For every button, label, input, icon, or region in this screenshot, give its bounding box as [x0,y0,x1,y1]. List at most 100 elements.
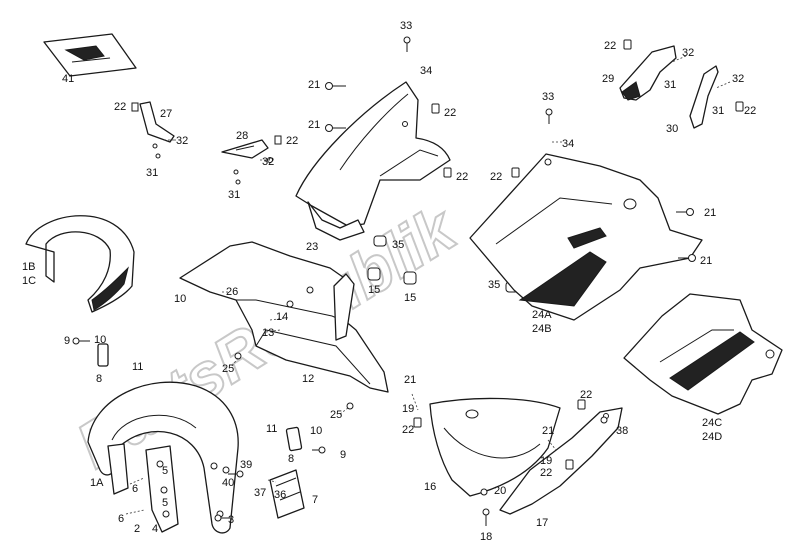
label-34: 34 [420,65,432,77]
label-21: 21 [542,425,554,437]
label-31: 31 [146,167,158,179]
label-1B: 1B [22,261,35,273]
label-9: 9 [340,449,346,461]
label-32: 32 [682,47,694,59]
label-25: 25 [330,409,342,421]
label-11: 11 [132,361,143,373]
label-24B: 24B [532,323,552,335]
label-8: 8 [96,373,102,385]
label-21: 21 [700,255,712,267]
label-31: 31 [228,189,240,201]
label-4: 4 [152,523,158,535]
label-31: 31 [664,79,676,91]
label-12: 12 [302,373,314,385]
label-30: 30 [666,123,678,135]
label-40: 40 [222,477,234,489]
label-23: 23 [306,241,318,253]
label-21: 21 [308,119,320,131]
label-13: 13 [262,327,274,339]
label-5: 5 [162,465,168,477]
upper-cowl-23 [295,81,451,241]
front-fender-1A [87,381,239,534]
rear-hugger-1B [25,215,135,313]
label-2: 2 [134,523,140,535]
label-32: 32 [176,135,188,147]
label-21: 21 [308,79,320,91]
label-19: 19 [540,455,552,467]
label-22: 22 [490,171,502,183]
label-9: 9 [64,335,70,347]
label-35: 35 [488,279,500,291]
label-8: 8 [288,453,294,465]
reflector-7 [269,469,305,519]
label-7: 7 [312,494,318,506]
label-18: 18 [480,531,492,543]
label-22: 22 [456,171,468,183]
label-5: 5 [162,497,168,509]
label-22: 22 [444,107,456,119]
label-16: 16 [424,481,436,493]
label-22: 22 [604,40,616,52]
callout-labels: 33 34 21 21 22 22 27 32 31 28 22 32 31 4… [22,20,756,543]
fairing-frame-12 [179,241,389,393]
label-22: 22 [744,105,756,117]
label-24D: 24D [702,431,722,443]
label-31: 31 [712,105,724,117]
label-25: 25 [222,363,234,375]
label-1A: 1A [90,477,104,489]
belly-pan-16 [429,397,561,497]
label-14: 14 [276,311,288,323]
label-22: 22 [580,389,592,401]
label-28: 28 [236,130,248,142]
bracket-30 [689,65,719,129]
label-34: 34 [562,138,574,150]
grommets-15 [367,267,417,285]
label-1C: 1C [22,275,36,287]
label-11: 11 [266,423,277,435]
label-21: 21 [704,207,716,219]
bracket-8b [285,426,303,452]
label-22: 22 [114,101,126,113]
label-39: 39 [240,459,252,471]
label-15: 15 [368,284,380,296]
label-27: 27 [160,108,172,120]
label-32: 32 [732,73,744,85]
label-20: 20 [494,485,506,497]
label-22: 22 [286,135,298,147]
label-6: 6 [118,513,124,525]
clips-22 [413,39,744,470]
bracket-27 [139,101,176,159]
leader-lines [125,55,731,515]
label-19: 19 [402,403,414,415]
label-36: 36 [274,489,286,501]
label-10: 10 [310,425,322,437]
screws [72,36,696,526]
label-22: 22 [402,424,414,436]
label-21: 21 [404,374,416,386]
label-32: 32 [262,156,274,168]
label-15: 15 [404,292,416,304]
bracket-29 [619,45,677,101]
label-3: 3 [228,514,234,526]
label-10: 10 [94,334,106,346]
label-35: 35 [392,239,404,251]
label-22: 22 [540,467,552,479]
bracket-28 [221,139,273,185]
label-24C: 24C [702,417,722,429]
label-33: 33 [400,20,412,32]
label-29: 29 [602,73,614,85]
label-26: 26 [226,286,238,298]
label-41: 41 [62,73,74,85]
label-37: 37 [254,487,266,499]
label-10: 10 [174,293,186,305]
label-33: 33 [542,91,554,103]
label-6: 6 [132,483,138,495]
clip-22-b [274,135,282,145]
bracket-8a [97,343,109,367]
label-17: 17 [536,517,548,529]
label-38: 38 [616,425,628,437]
side-fairing-24C [623,293,783,415]
clip-22-small [131,102,139,112]
label-24A: 24A [532,309,552,321]
